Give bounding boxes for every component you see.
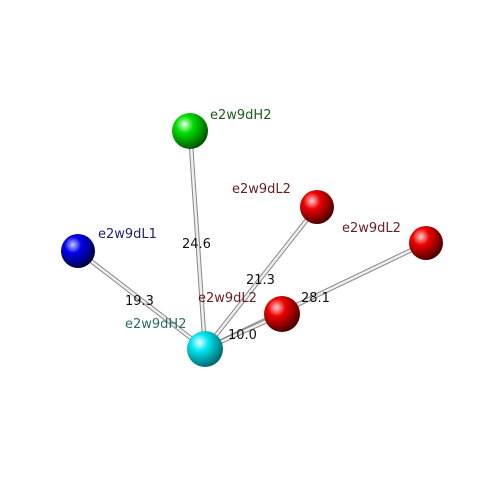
edge-to-blue	[76, 249, 207, 351]
distance-label-to-red-mid: 10.0	[228, 328, 257, 343]
node-red-mid	[264, 296, 300, 332]
node-green	[172, 113, 208, 149]
node-label-red-top: e2w9dL2	[232, 182, 291, 197]
node-center	[187, 331, 223, 367]
node-label-center: e2w9dH2	[125, 317, 186, 332]
distance-label-to-red-top: 21.3	[246, 273, 275, 288]
node-red-top	[300, 190, 334, 224]
node-labels: e2w9dH2 e2w9dL2 e2w9dL2 e2w9dL1 e2w9dL2 …	[98, 108, 401, 332]
distance-label-to-red-far: 28.1	[301, 291, 330, 306]
distance-label-to-green: 24.6	[182, 237, 211, 252]
node-blue	[61, 234, 95, 268]
distance-labels: 24.6 19.3 21.3 10.0 28.1	[125, 237, 330, 343]
node-label-red-mid: e2w9dL2	[198, 291, 257, 306]
edge-to-green	[187, 130, 208, 350]
edge-to-red-top	[203, 205, 319, 351]
nodes	[61, 113, 443, 367]
node-label-red-far: e2w9dL2	[342, 221, 401, 236]
node-label-green: e2w9dH2	[210, 108, 271, 123]
node-label-blue: e2w9dL1	[98, 227, 157, 242]
edges	[76, 130, 427, 352]
distance-label-to-blue: 19.3	[125, 294, 154, 309]
node-red-far	[409, 226, 443, 260]
